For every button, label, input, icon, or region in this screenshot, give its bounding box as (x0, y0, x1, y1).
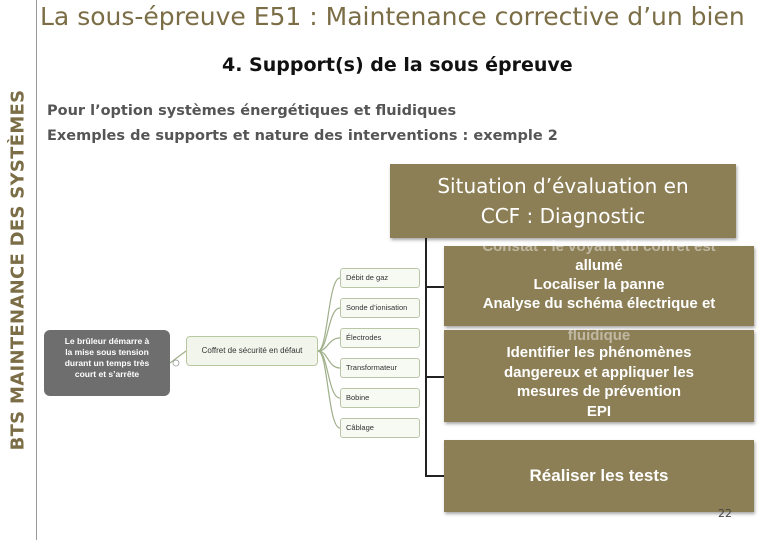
mindmap-root-line: court et s’arrête (74, 369, 140, 379)
mindmap-branch: Transformateur (340, 358, 420, 378)
side-title-bar: BTS MAINTENANCE DES SYSTÈMES (0, 0, 37, 540)
mindmap-branch: Câblage (340, 418, 420, 438)
main-title: La sous-épreuve E51 : Maintenance correc… (40, 2, 745, 31)
connector-h2 (425, 376, 444, 378)
intro-line: Pour l’option systèmes énergétiques et f… (47, 103, 457, 119)
mindmap-branch: Électrodes (340, 328, 420, 348)
page-number: 22 (718, 507, 732, 520)
situation-box: Situation d’évaluation en CCF : Diagnost… (390, 164, 736, 238)
step-box-localiser: Constat : le voyant du coffret est allum… (444, 238, 754, 326)
step-line: Analyse du schéma électrique et (482, 295, 716, 312)
step-line: allumé (575, 257, 623, 274)
connector-h3 (425, 475, 444, 477)
step-line: Localiser la panne (533, 276, 665, 293)
step-box-tests: Réaliser les tests (444, 440, 754, 512)
step-box-prevention: fluidique Identifier les phénomènes dang… (444, 327, 754, 422)
sub-title: 4. Support(s) de la sous épreuve (222, 54, 573, 76)
connector-vertical (425, 238, 427, 476)
step-line: mesures de prévention (516, 383, 682, 400)
mindmap-root-line: la mise sous tension (65, 347, 149, 357)
mindmap-root-line: Le brûleur démarre à (64, 336, 150, 346)
side-title: BTS MAINTENANCE DES SYSTÈMES (7, 89, 29, 451)
intro-line: Exemples de supports et nature des inter… (47, 128, 558, 144)
step-box-ghost-text: Constat : le voyant du coffret est (482, 238, 716, 255)
step-box-ghost-text: fluidique (567, 327, 631, 344)
mindmap-root: Le brûleur démarre à la mise sous tensio… (44, 330, 170, 396)
situation-line: CCF : Diagnostic (480, 204, 646, 228)
mindmap-branch: Débit de gaz (340, 268, 420, 288)
connector-h1 (425, 286, 444, 288)
step-line: Identifier les phénomènes (506, 344, 692, 361)
situation-line: Situation d’évaluation en (437, 174, 689, 198)
mindmap-branch: Bobine (340, 388, 420, 408)
intro-text: Pour l’option systèmes énergétiques et f… (47, 99, 558, 149)
step-line: dangereux et appliquer les (503, 363, 695, 381)
step-line: EPI (586, 402, 612, 420)
mindmap-branch: Sonde d’ionisation (340, 298, 420, 318)
mindmap-root-line: durant un temps très (64, 358, 150, 368)
mindmap-center: Coffret de sécurité en défaut (186, 336, 318, 366)
